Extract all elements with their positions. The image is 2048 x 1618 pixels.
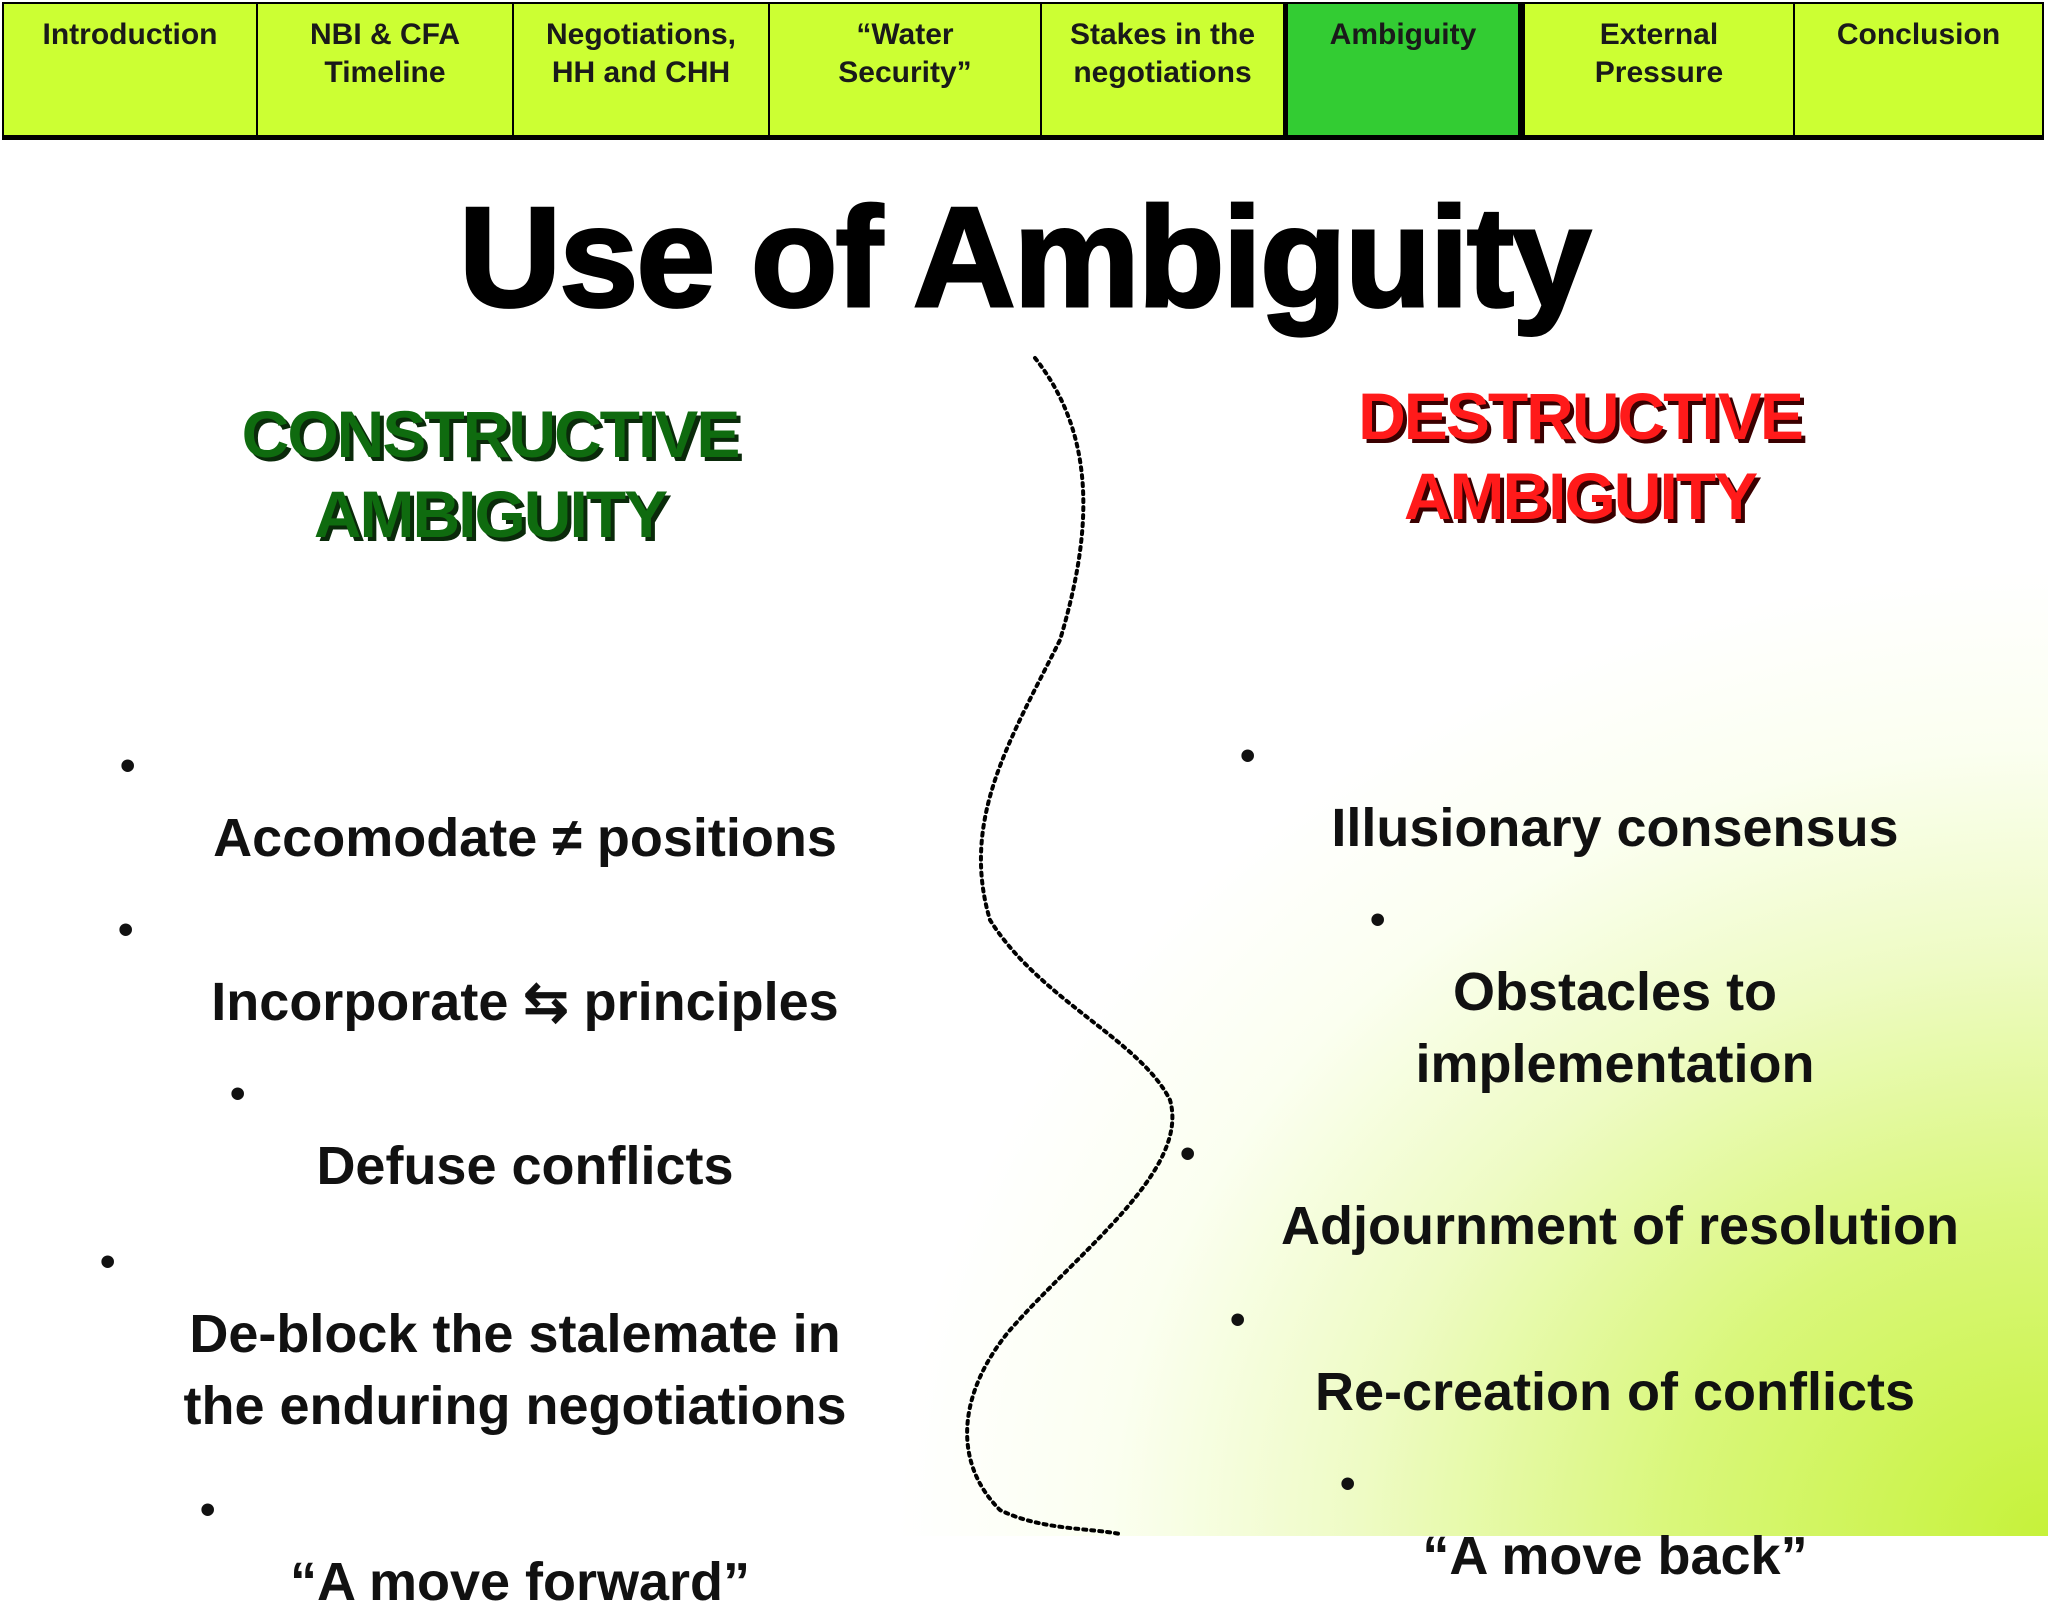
background-gradient bbox=[0, 0, 2048, 1536]
tab-negotiations[interactable]: Negotiations, HH and CHH bbox=[512, 2, 768, 135]
list-item: • De-block the stalemate in the enduring… bbox=[100, 1237, 847, 1436]
tab-introduction[interactable]: Introduction bbox=[2, 2, 256, 135]
tab-ambiguity[interactable]: Ambiguity bbox=[1283, 2, 1523, 135]
list-item: • Defuse conflicts bbox=[230, 1069, 734, 1196]
list-item: • “A move forward” bbox=[200, 1485, 751, 1612]
dotted-divider-curve bbox=[965, 356, 1175, 1536]
list-item: • Obstacles to implementation bbox=[1370, 895, 1815, 1094]
list-item: • Adjournment of resolution bbox=[1180, 1129, 1959, 1256]
tab-nbi-cfa-timeline[interactable]: NBI & CFA Timeline bbox=[256, 2, 512, 135]
tab-water-security[interactable]: “Water Security” bbox=[768, 2, 1040, 135]
list-item: • “A move back” bbox=[1340, 1459, 1808, 1586]
destructive-heading: DESTRUCTIVE AMBIGUITY bbox=[1358, 379, 1804, 533]
list-item: • Incorporate ⇆ principles bbox=[118, 905, 839, 1032]
section-nav-bar: Introduction NBI & CFA Timeline Negotiat… bbox=[2, 2, 2044, 140]
list-item: • Re-creation of conflicts bbox=[1230, 1295, 1916, 1422]
tab-conclusion[interactable]: Conclusion bbox=[1793, 2, 2044, 135]
list-item: • Illusionary consensus bbox=[1240, 731, 1899, 858]
slide-title: Use of Ambiguity bbox=[457, 177, 1592, 339]
constructive-heading: CONSTRUCTIVE AMBIGUITY bbox=[241, 397, 741, 551]
tab-stakes[interactable]: Stakes in the negotiations bbox=[1040, 2, 1283, 135]
list-item: • Accomodate ≠ positions bbox=[120, 741, 837, 868]
tab-external-pressure[interactable]: External Pressure bbox=[1523, 2, 1793, 135]
